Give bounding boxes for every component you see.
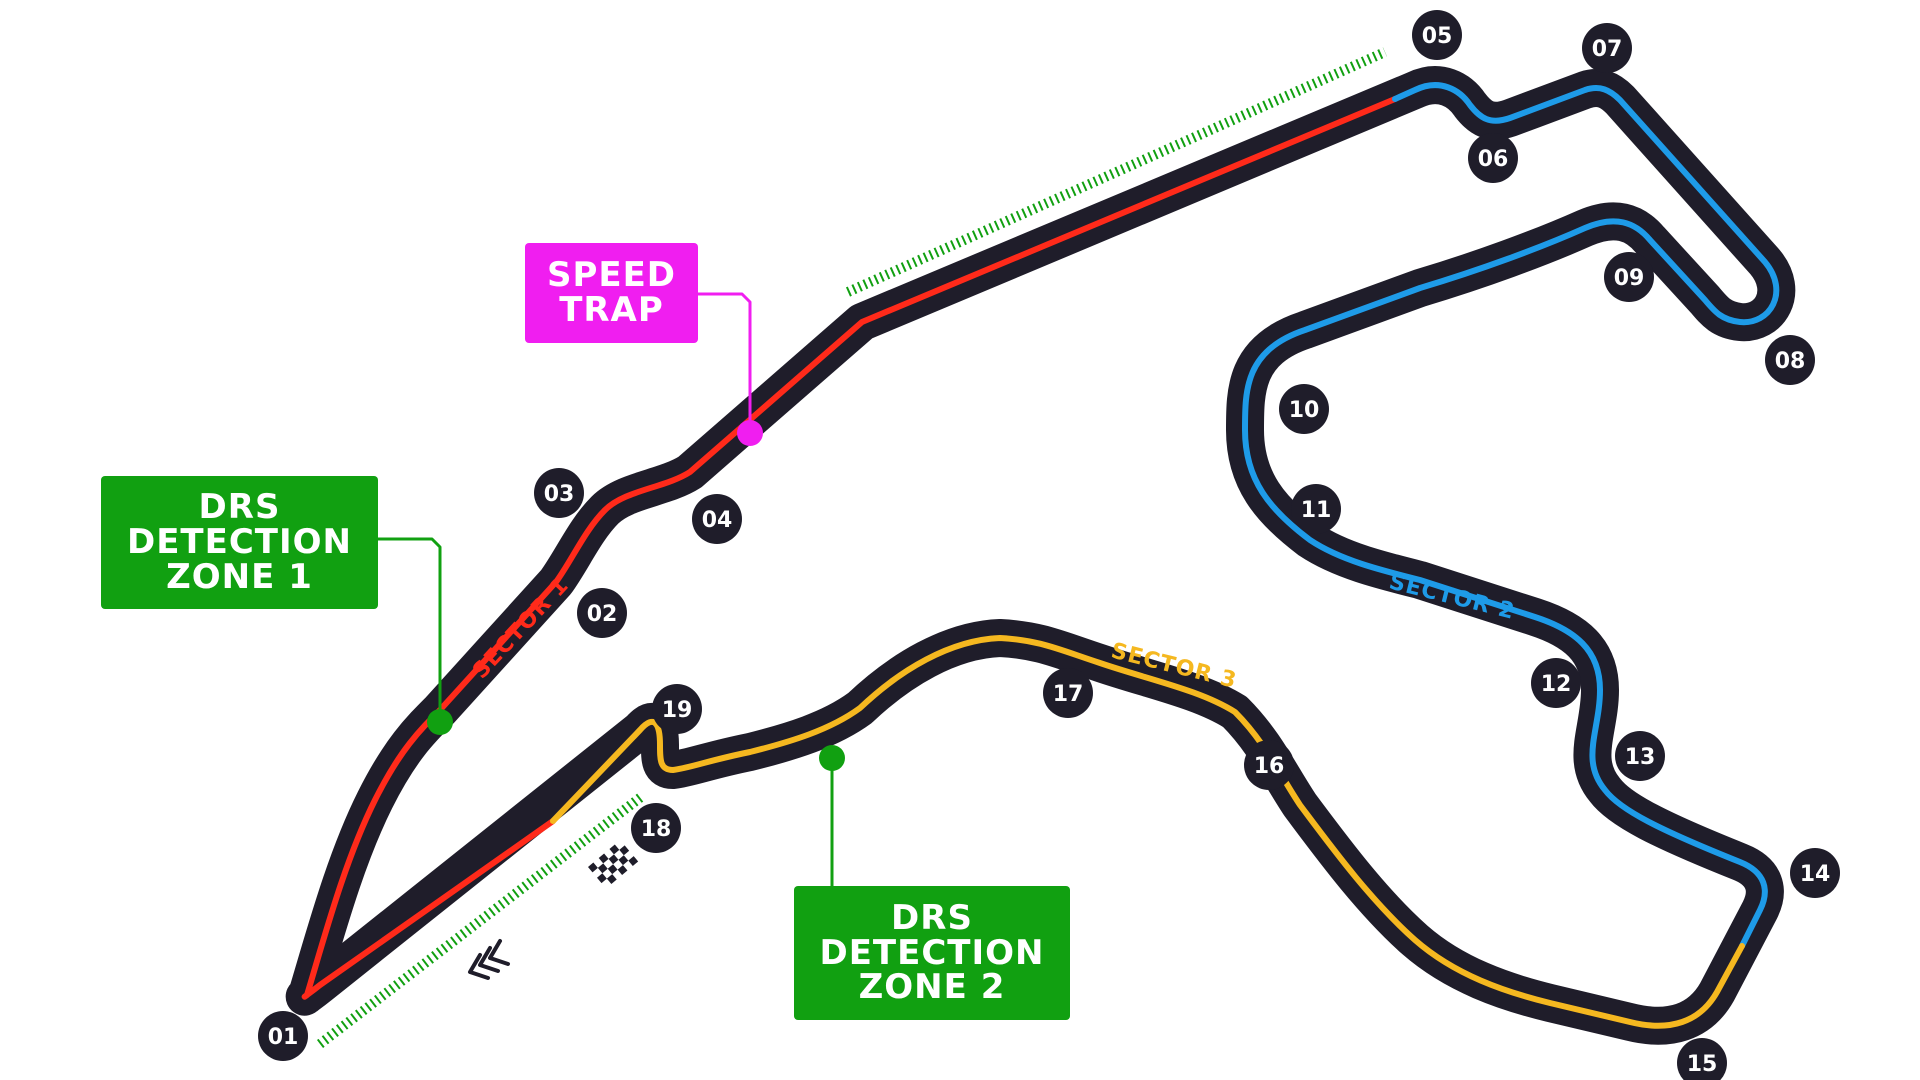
- sector-1-label: SECTOR 1: [468, 573, 574, 684]
- turn-badge-18: [631, 803, 681, 853]
- direction-chevrons-icon: [468, 939, 510, 980]
- turn-badge-08: [1765, 335, 1815, 385]
- turn-number-18: 18: [641, 817, 672, 842]
- turn-badge-16: [1244, 740, 1294, 790]
- drs1-line-3: ZONE 1: [166, 556, 313, 597]
- label-connectors: [378, 292, 834, 886]
- turn-number-08: 08: [1775, 349, 1806, 374]
- turn-number-19: 19: [662, 698, 693, 723]
- turn-badge-06: [1468, 133, 1518, 183]
- turn-badge-04: [692, 494, 742, 544]
- turn-number-14: 14: [1800, 862, 1831, 887]
- speed-trap-line-1: SPEED: [546, 255, 677, 296]
- turn-number-12: 12: [1541, 672, 1572, 697]
- turn-badge-17: [1043, 668, 1093, 718]
- chequered-flag-icon: [588, 840, 639, 889]
- turn-badge-03: [534, 468, 584, 518]
- turn-badge-05: [1412, 10, 1462, 60]
- drs-detection-zone-1-label: DRS DETECTION ZONE 1: [101, 476, 378, 609]
- speed-trap-line-2: TRAP: [559, 290, 664, 330]
- turn-badge-14: [1790, 848, 1840, 898]
- turn-badge-09: [1604, 252, 1654, 302]
- turn-badge-11: [1291, 484, 1341, 534]
- speed-trap-point: [737, 420, 763, 446]
- turn-number-06: 06: [1478, 147, 1509, 172]
- drs2-point: [819, 745, 845, 771]
- speed-trap-connector: [698, 292, 752, 433]
- drs2-line-3: ZONE 2: [858, 967, 1006, 1008]
- sector-1-line: [301, 96, 1398, 1000]
- drs-detection-zone-2-label: DRS DETECTION ZONE 2: [794, 886, 1070, 1020]
- drs1-line-1: DRS: [198, 487, 281, 528]
- speed-trap-label: SPEED TRAP: [525, 243, 698, 343]
- sector-2-line: [1242, 82, 1780, 949]
- turn-number-04: 04: [702, 508, 733, 533]
- turn-number-15: 15: [1687, 1052, 1718, 1077]
- drs1-point: [427, 709, 453, 735]
- turn-number-11: 11: [1301, 498, 1332, 523]
- turn-number-16: 16: [1254, 754, 1285, 779]
- drs-zone-kemmel-straight: [845, 47, 1388, 297]
- drs1-connector: [378, 537, 442, 722]
- turn-number-09: 09: [1614, 266, 1645, 291]
- turn-number-07: 07: [1592, 37, 1623, 62]
- turn-badge-01: [258, 1011, 308, 1061]
- turn-badge-02: [577, 588, 627, 638]
- turn-badge-12: [1531, 658, 1581, 708]
- turn-badge-10: [1279, 384, 1329, 434]
- turn-badge-13: [1615, 731, 1665, 781]
- turn-badge-15: [1677, 1038, 1727, 1080]
- turn-number-05: 05: [1422, 24, 1453, 49]
- turn-badge-19: [652, 684, 702, 734]
- turn-number-10: 10: [1289, 398, 1320, 423]
- drs-zone-main-straight: [316, 793, 645, 1048]
- turn-number-03: 03: [544, 482, 575, 507]
- drs-zones: [316, 47, 1388, 1048]
- turn-badges: 01 02 03 04 05 06 07 08 09 10 11 12 13 14 15 16 17 18 19: [258, 10, 1840, 1080]
- drs1-line-2: DETECTION: [126, 522, 353, 563]
- turn-badge-07: [1582, 23, 1632, 73]
- sector-3-line: [550, 635, 1745, 1029]
- drs2-line-2: DETECTION: [819, 932, 1045, 973]
- drs2-line-1: DRS: [891, 897, 973, 938]
- turn-number-17: 17: [1053, 682, 1084, 707]
- turn-number-13: 13: [1625, 745, 1656, 770]
- turn-number-02: 02: [587, 602, 618, 627]
- turn-number-01: 01: [268, 1025, 299, 1050]
